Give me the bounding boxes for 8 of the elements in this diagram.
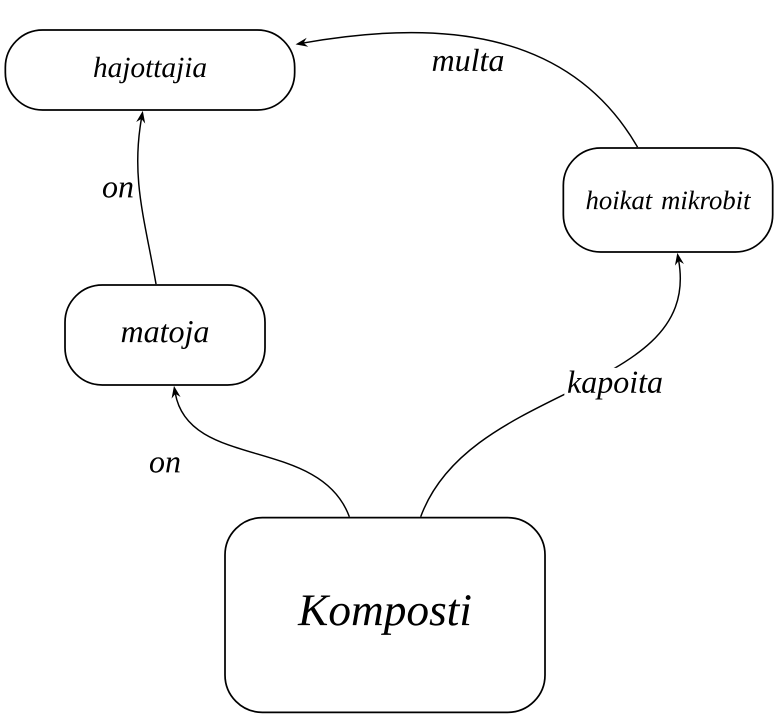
concept-bubble: hajottajia bbox=[4, 29, 296, 111]
concept-bubble: hoikat mikrobit bbox=[562, 147, 774, 253]
edge-label: kapoita bbox=[564, 368, 666, 402]
edge-label: on bbox=[99, 180, 137, 200]
concept-bubble: matoja bbox=[64, 284, 266, 386]
concept-bubble: Komposti bbox=[224, 516, 546, 714]
edge-label: multa bbox=[428, 46, 508, 74]
edge-label: on bbox=[146, 454, 184, 476]
